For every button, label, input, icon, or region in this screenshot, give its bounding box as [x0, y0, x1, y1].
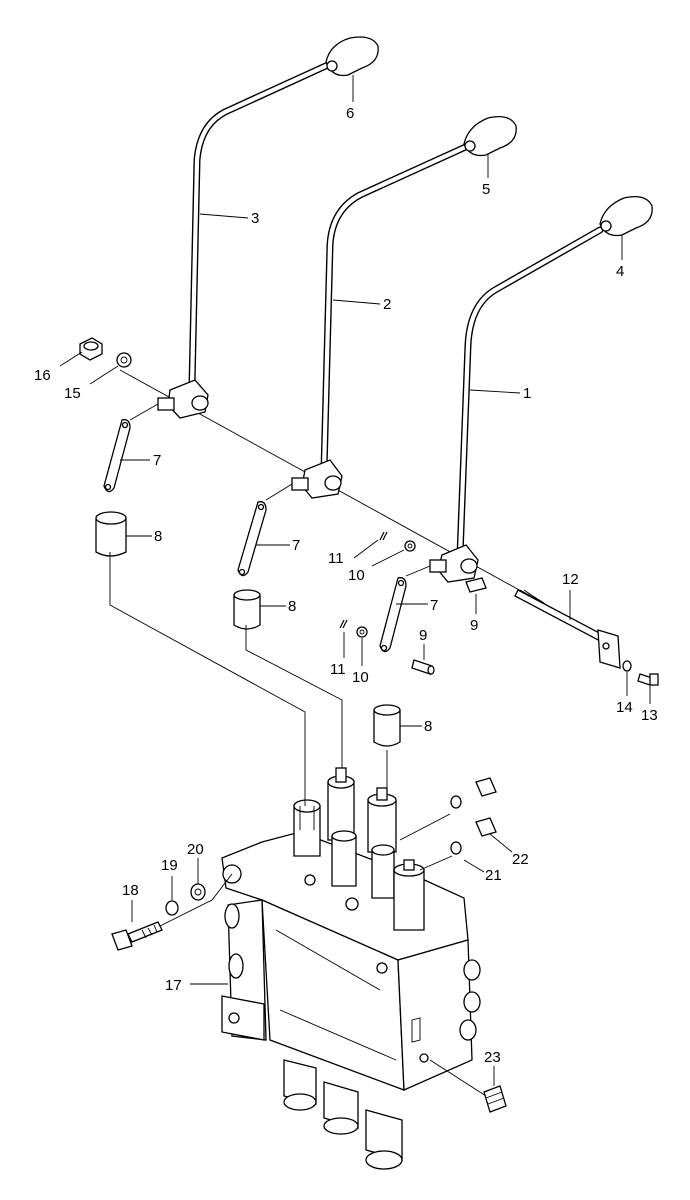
- callout-17: 17: [165, 977, 182, 994]
- fitting-22-lower: [450, 817, 497, 855]
- callout-21: 21: [485, 867, 502, 884]
- callout-3: 3: [251, 210, 259, 227]
- pin-9-lower: [411, 659, 435, 675]
- callout-19: 19: [161, 857, 178, 874]
- callout-8-left: 8: [154, 528, 162, 545]
- callout-2: 2: [383, 296, 391, 313]
- shaft-12: [514, 589, 621, 669]
- callout-7-middle: 7: [292, 537, 300, 554]
- washer-15: [116, 352, 132, 368]
- knob-6: [325, 36, 379, 77]
- clip-11-lower: [339, 619, 348, 629]
- knob-4: [599, 195, 653, 237]
- spacer-8-right: [373, 704, 401, 747]
- spacer-8-left: [95, 511, 127, 557]
- callout-7-left: 7: [153, 452, 161, 469]
- callout-10-upper: 10: [348, 567, 365, 584]
- callout-16: 16: [34, 367, 51, 384]
- link-7-middle: [237, 483, 293, 577]
- washer-14: [622, 660, 632, 672]
- leader-lines: [59, 75, 651, 1086]
- callout-labels: 1 2 3 4 5 6 7 7 7 8 8 8 9 9 10 10 11 11 …: [34, 105, 658, 1066]
- link-7-left: [103, 403, 159, 493]
- spacer-8-middle: [233, 589, 261, 630]
- washer-10-upper: [404, 540, 416, 552]
- bolt-13: [637, 673, 659, 686]
- callout-22: 22: [512, 851, 529, 868]
- callout-11-upper: 11: [328, 550, 344, 567]
- knob-5: [463, 115, 517, 157]
- callout-6: 6: [346, 105, 354, 122]
- pin-9-upper: [465, 577, 487, 593]
- nut-16: [79, 337, 103, 361]
- callout-7-right: 7: [430, 597, 438, 614]
- washer-19: [165, 900, 179, 916]
- callout-9-upper: 9: [470, 617, 478, 634]
- callout-20: 20: [187, 841, 204, 858]
- control-lever-1: [456, 226, 604, 559]
- callout-5: 5: [482, 181, 490, 198]
- bolt-18: [111, 921, 163, 951]
- callout-11-lower: 11: [330, 661, 346, 678]
- clip-11-upper: [379, 531, 388, 541]
- callout-8-middle: 8: [288, 598, 296, 615]
- callout-13: 13: [641, 707, 658, 724]
- lever-hub-3: [157, 379, 209, 419]
- washer-10-lower: [356, 626, 368, 638]
- callout-9-lower: 9: [419, 627, 427, 644]
- callout-14: 14: [616, 699, 633, 716]
- callout-15: 15: [64, 385, 81, 402]
- callout-23: 23: [484, 1049, 501, 1066]
- callout-4: 4: [616, 263, 624, 280]
- callout-12: 12: [562, 571, 579, 588]
- control-lever-2: [320, 141, 474, 474]
- callout-8-right: 8: [424, 718, 432, 735]
- callout-10-lower: 10: [352, 669, 369, 686]
- lever-hub-1: [429, 544, 479, 583]
- lever-hub-2: [291, 459, 343, 499]
- plug-23: [483, 1085, 507, 1113]
- control-valve-17: [221, 767, 481, 1170]
- callout-18: 18: [122, 882, 139, 899]
- control-lever-3: [188, 60, 334, 389]
- callout-1: 1: [523, 385, 531, 402]
- washer-20: [190, 883, 206, 901]
- fitting-22-upper: [450, 777, 497, 809]
- link-7-right: [379, 565, 431, 653]
- assembly-lines: [109, 552, 487, 1097]
